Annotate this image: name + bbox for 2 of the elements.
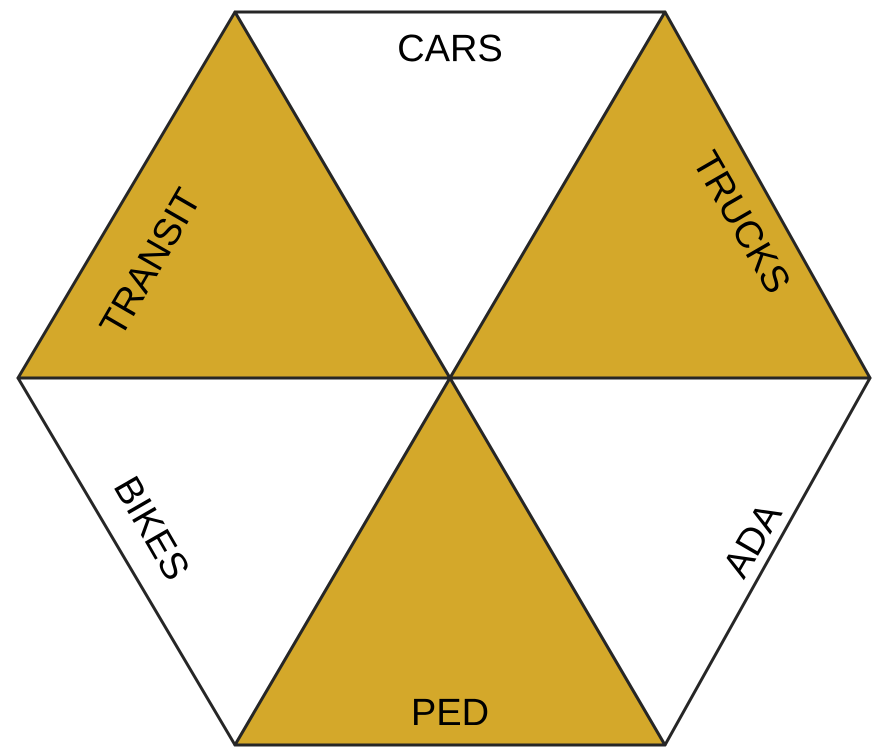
triangle-segment: PED	[234, 376, 666, 746]
triangle-segment: CARS	[234, 10, 666, 380]
